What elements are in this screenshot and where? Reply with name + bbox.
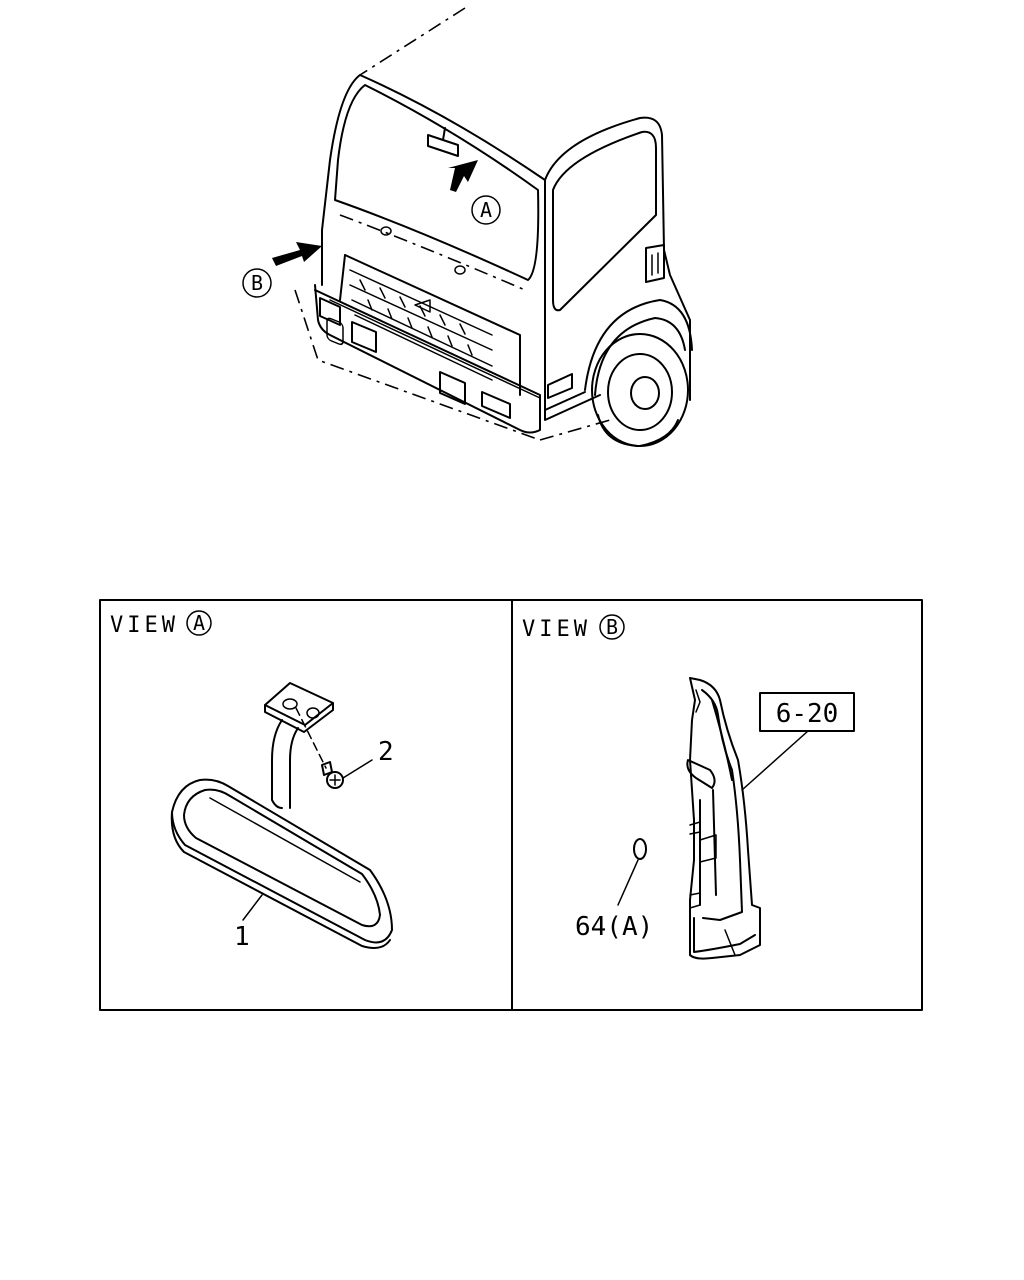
view-a-title: VIEW [110,613,179,638]
view-b-panel: VIEW B 6-20 64(A) [522,614,855,960]
callout-b-label: B [251,271,263,295]
part-2-label: 2 [378,737,394,767]
callout-a-label: A [480,198,492,222]
truck-cab-overview: A B [242,7,693,447]
view-a-marker: A [193,611,205,635]
arrow-b-icon [272,242,322,266]
part-64-label: 64(A) [575,912,653,942]
view-b-title: VIEW [522,617,591,642]
plug-64-icon [633,838,647,860]
part-1-label: 1 [234,922,250,952]
view-b-marker: B [606,615,618,639]
ref-box-label: 6-20 [776,699,839,729]
view-a-panel: VIEW A 2 1 [110,610,394,952]
arrow-a-icon [448,160,478,192]
